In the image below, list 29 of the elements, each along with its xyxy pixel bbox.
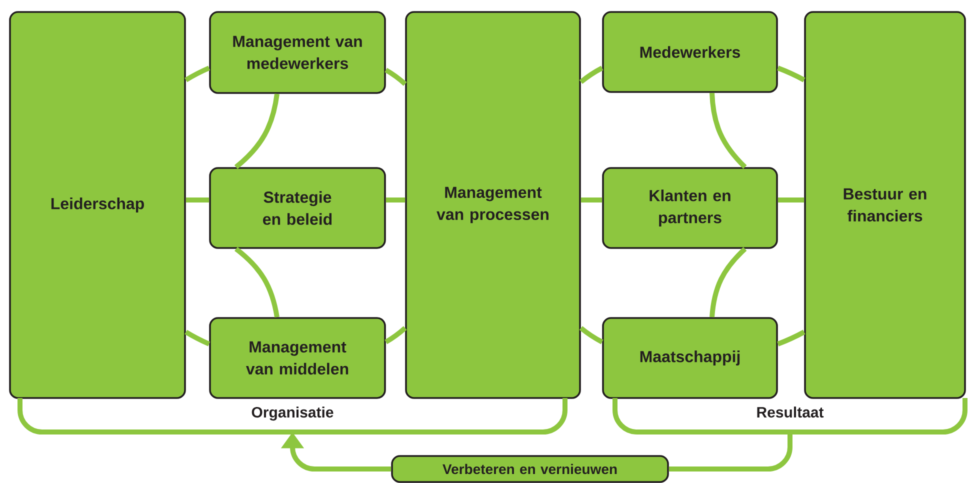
connector-line	[186, 198, 210, 202]
process-box: Medewerkers	[602, 11, 778, 93]
process-box: Strategie en beleid	[209, 167, 386, 249]
connector-line	[580, 198, 602, 202]
connector-line	[579, 326, 604, 344]
connector-line	[777, 330, 806, 346]
connector-line	[384, 326, 407, 344]
connector-line	[710, 92, 747, 169]
bracket-label: Organisatie	[252, 406, 334, 421]
connector-line	[668, 432, 792, 472]
connector-line	[386, 198, 406, 202]
banner-box: Verbeteren en vernieuwen	[391, 455, 669, 483]
bracket-label: Resultaat	[757, 406, 824, 418]
connector-line	[184, 66, 210, 82]
connector-line	[384, 68, 407, 86]
process-box: Management van medewerkers	[209, 11, 386, 94]
process-box: Management van middelen	[209, 317, 386, 399]
process-box: Maatschappij	[602, 317, 778, 399]
process-box: Klanten en partners	[602, 167, 778, 249]
connector-line	[184, 330, 210, 346]
process-box: Bestuur en financiers	[804, 11, 966, 399]
connector-line	[234, 246, 280, 318]
connector-line	[777, 66, 806, 82]
connector-line	[579, 66, 604, 84]
connector-line	[234, 94, 280, 170]
connector-line	[778, 198, 804, 202]
connector-line	[710, 247, 747, 318]
process-box: Management van processen	[405, 11, 581, 399]
process-box: Leiderschap	[9, 11, 186, 399]
